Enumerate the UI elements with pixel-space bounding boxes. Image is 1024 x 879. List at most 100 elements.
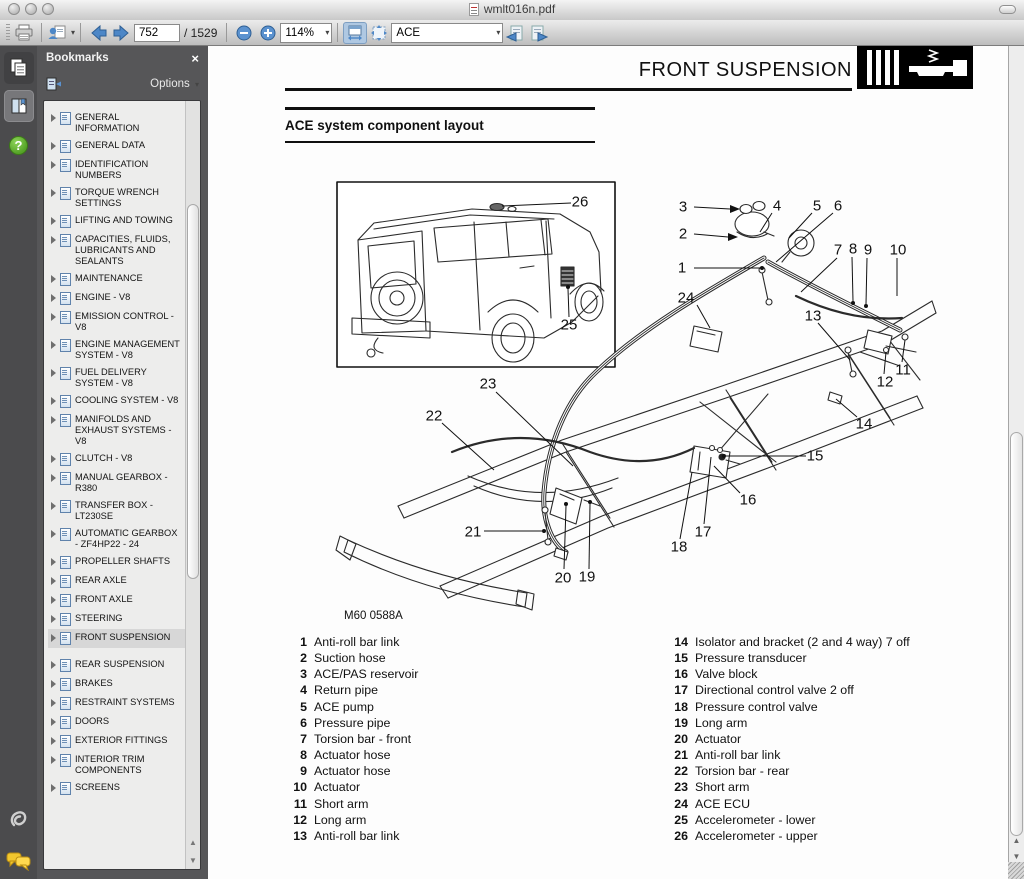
help-button[interactable]: ? bbox=[9, 136, 28, 155]
bookmark-item[interactable]: SCREENS bbox=[48, 779, 185, 798]
bookmark-item[interactable]: GENERAL INFORMATION bbox=[48, 109, 185, 137]
bookmark-item[interactable]: TORQUE WRENCH SETTINGS bbox=[48, 184, 185, 212]
expand-triangle-icon[interactable] bbox=[51, 189, 56, 197]
previous-page-button[interactable] bbox=[86, 22, 110, 44]
bookmark-item[interactable]: CLUTCH - V8 bbox=[48, 450, 185, 469]
bookmark-item[interactable]: RESTRAINT SYSTEMS bbox=[48, 694, 185, 713]
bookmark-item[interactable]: REAR SUSPENSION bbox=[48, 656, 185, 675]
toolbar-toggle-button[interactable] bbox=[999, 5, 1016, 14]
expand-triangle-icon[interactable] bbox=[51, 217, 56, 225]
expand-triangle-icon[interactable] bbox=[51, 416, 56, 424]
expand-triangle-icon[interactable] bbox=[51, 558, 56, 566]
bookmark-item[interactable]: INTERIOR TRIM COMPONENTS bbox=[48, 751, 185, 779]
window-close-button[interactable] bbox=[8, 3, 20, 15]
part-label: Long arm bbox=[314, 812, 367, 827]
fit-page-button[interactable] bbox=[367, 22, 391, 44]
expand-triangle-icon[interactable] bbox=[51, 502, 56, 510]
expand-triangle-icon[interactable] bbox=[51, 530, 56, 538]
bookmark-label: STEERING bbox=[75, 613, 123, 623]
bookmark-item[interactable]: LIFTING AND TOWING bbox=[48, 212, 185, 231]
window-zoom-button[interactable] bbox=[42, 3, 54, 15]
bookmark-item[interactable]: EMISSION CONTROL - V8 bbox=[48, 308, 185, 336]
expand-triangle-icon[interactable] bbox=[51, 680, 56, 688]
expand-triangle-icon[interactable] bbox=[51, 114, 56, 122]
document-scrollbar-thumb[interactable] bbox=[1010, 432, 1023, 836]
zoom-level-input[interactable] bbox=[285, 24, 324, 41]
bookmark-item[interactable]: AUTOMATIC GEARBOX - ZF4HP22 - 24 bbox=[48, 525, 185, 553]
next-page-button[interactable] bbox=[110, 22, 134, 44]
bookmark-item[interactable]: MANIFOLDS AND EXHAUST SYSTEMS - V8 bbox=[48, 411, 185, 450]
expand-triangle-icon[interactable] bbox=[51, 718, 56, 726]
expand-triangle-icon[interactable] bbox=[51, 313, 56, 321]
find-next-button[interactable] bbox=[527, 22, 551, 44]
expand-triangle-icon[interactable] bbox=[51, 275, 56, 283]
expand-triangle-icon[interactable] bbox=[51, 294, 56, 302]
sign-collaborate-button[interactable]: ▾ bbox=[47, 22, 75, 44]
bookmark-item[interactable]: CAPACITIES, FLUIDS, LUBRICANTS AND SEALA… bbox=[48, 231, 185, 270]
options-menu-button[interactable]: Options ▾ bbox=[150, 78, 199, 90]
bookmark-item[interactable]: MANUAL GEARBOX - R380 bbox=[48, 469, 185, 497]
bookmark-item[interactable]: ENGINE MANAGEMENT SYSTEM - V8 bbox=[48, 336, 185, 364]
bookmark-item[interactable]: EXTERIOR FITTINGS bbox=[48, 732, 185, 751]
bookmark-item[interactable]: REAR AXLE bbox=[48, 572, 185, 591]
page-number-input[interactable] bbox=[134, 23, 181, 42]
scroll-down-arrow-icon[interactable]: ▼ bbox=[1012, 852, 1021, 861]
close-panel-button[interactable]: × bbox=[191, 50, 199, 66]
pages-panel-button[interactable] bbox=[3, 52, 34, 84]
expand-triangle-icon[interactable] bbox=[51, 142, 56, 150]
document-scrollbar[interactable]: ▲ ▼ bbox=[1008, 46, 1024, 879]
bookmark-item[interactable]: FUEL DELIVERY SYSTEM - V8 bbox=[48, 364, 185, 392]
expand-triangle-icon[interactable] bbox=[51, 341, 56, 349]
search-combo[interactable]: ▾ bbox=[391, 22, 504, 43]
window-resize-grip[interactable] bbox=[1008, 862, 1024, 879]
bookmark-item[interactable]: STEERING bbox=[48, 610, 185, 629]
scroll-down-arrow-icon[interactable]: ▼ bbox=[189, 856, 197, 865]
expand-triangle-icon[interactable] bbox=[51, 737, 56, 745]
bookmark-item[interactable]: BRAKES bbox=[48, 675, 185, 694]
zoom-in-button[interactable] bbox=[256, 22, 280, 44]
comments-icon[interactable] bbox=[6, 851, 32, 871]
bookmarks-scrollbar-thumb[interactable] bbox=[187, 204, 199, 579]
bookmark-page-icon bbox=[60, 500, 71, 513]
expand-triangle-icon[interactable] bbox=[51, 161, 56, 169]
bookmark-item[interactable]: IDENTIFICATION NUMBERS bbox=[48, 156, 185, 184]
zoom-level-combo[interactable]: ▾ bbox=[280, 22, 333, 43]
bookmark-item[interactable]: MAINTENANCE bbox=[48, 270, 185, 289]
expand-triangle-icon[interactable] bbox=[51, 784, 56, 792]
expand-triangle-icon[interactable] bbox=[51, 474, 56, 482]
expand-triangle-icon[interactable] bbox=[51, 577, 56, 585]
expand-triangle-icon[interactable] bbox=[51, 661, 56, 669]
bookmark-item[interactable]: GENERAL DATA bbox=[48, 137, 185, 156]
bookmark-item[interactable]: FRONT AXLE bbox=[48, 591, 185, 610]
expand-triangle-icon[interactable] bbox=[51, 397, 56, 405]
bookmarks-panel-button[interactable] bbox=[3, 90, 34, 122]
bookmark-item[interactable]: DOORS bbox=[48, 713, 185, 732]
expand-triangle-icon[interactable] bbox=[51, 615, 56, 623]
bookmark-item[interactable]: COOLING SYSTEM - V8 bbox=[48, 392, 185, 411]
print-button[interactable] bbox=[12, 22, 36, 44]
diagram-callout: 10 bbox=[889, 241, 907, 259]
bookmarks-scrollbar[interactable]: ▲ ▼ bbox=[185, 101, 200, 869]
search-input[interactable] bbox=[396, 24, 495, 41]
bookmark-item[interactable]: TRANSFER BOX - LT230SE bbox=[48, 497, 185, 525]
expand-triangle-icon[interactable] bbox=[51, 369, 56, 377]
vehicle-inset bbox=[336, 181, 616, 368]
scrolling-mode-button[interactable] bbox=[343, 21, 368, 44]
expand-triangle-icon[interactable] bbox=[51, 699, 56, 707]
bookmark-item[interactable]: PROPELLER SHAFTS bbox=[48, 553, 185, 572]
expand-current-bookmark-icon[interactable] bbox=[46, 77, 62, 91]
scroll-up-arrow-icon[interactable]: ▲ bbox=[1012, 836, 1021, 845]
section-heading: ACE system component layout bbox=[285, 107, 595, 143]
zoom-out-button[interactable] bbox=[232, 22, 256, 44]
expand-triangle-icon[interactable] bbox=[51, 596, 56, 604]
expand-triangle-icon[interactable] bbox=[51, 756, 56, 764]
find-previous-button[interactable] bbox=[503, 22, 527, 44]
window-minimize-button[interactable] bbox=[25, 3, 37, 15]
expand-triangle-icon[interactable] bbox=[51, 455, 56, 463]
scroll-up-arrow-icon[interactable]: ▲ bbox=[189, 838, 197, 847]
attachments-paperclip-icon[interactable] bbox=[8, 807, 30, 833]
bookmark-item[interactable]: ENGINE - V8 bbox=[48, 289, 185, 308]
expand-triangle-icon[interactable] bbox=[51, 236, 56, 244]
expand-triangle-icon[interactable] bbox=[51, 634, 56, 642]
bookmark-item[interactable]: FRONT SUSPENSION bbox=[48, 629, 185, 648]
